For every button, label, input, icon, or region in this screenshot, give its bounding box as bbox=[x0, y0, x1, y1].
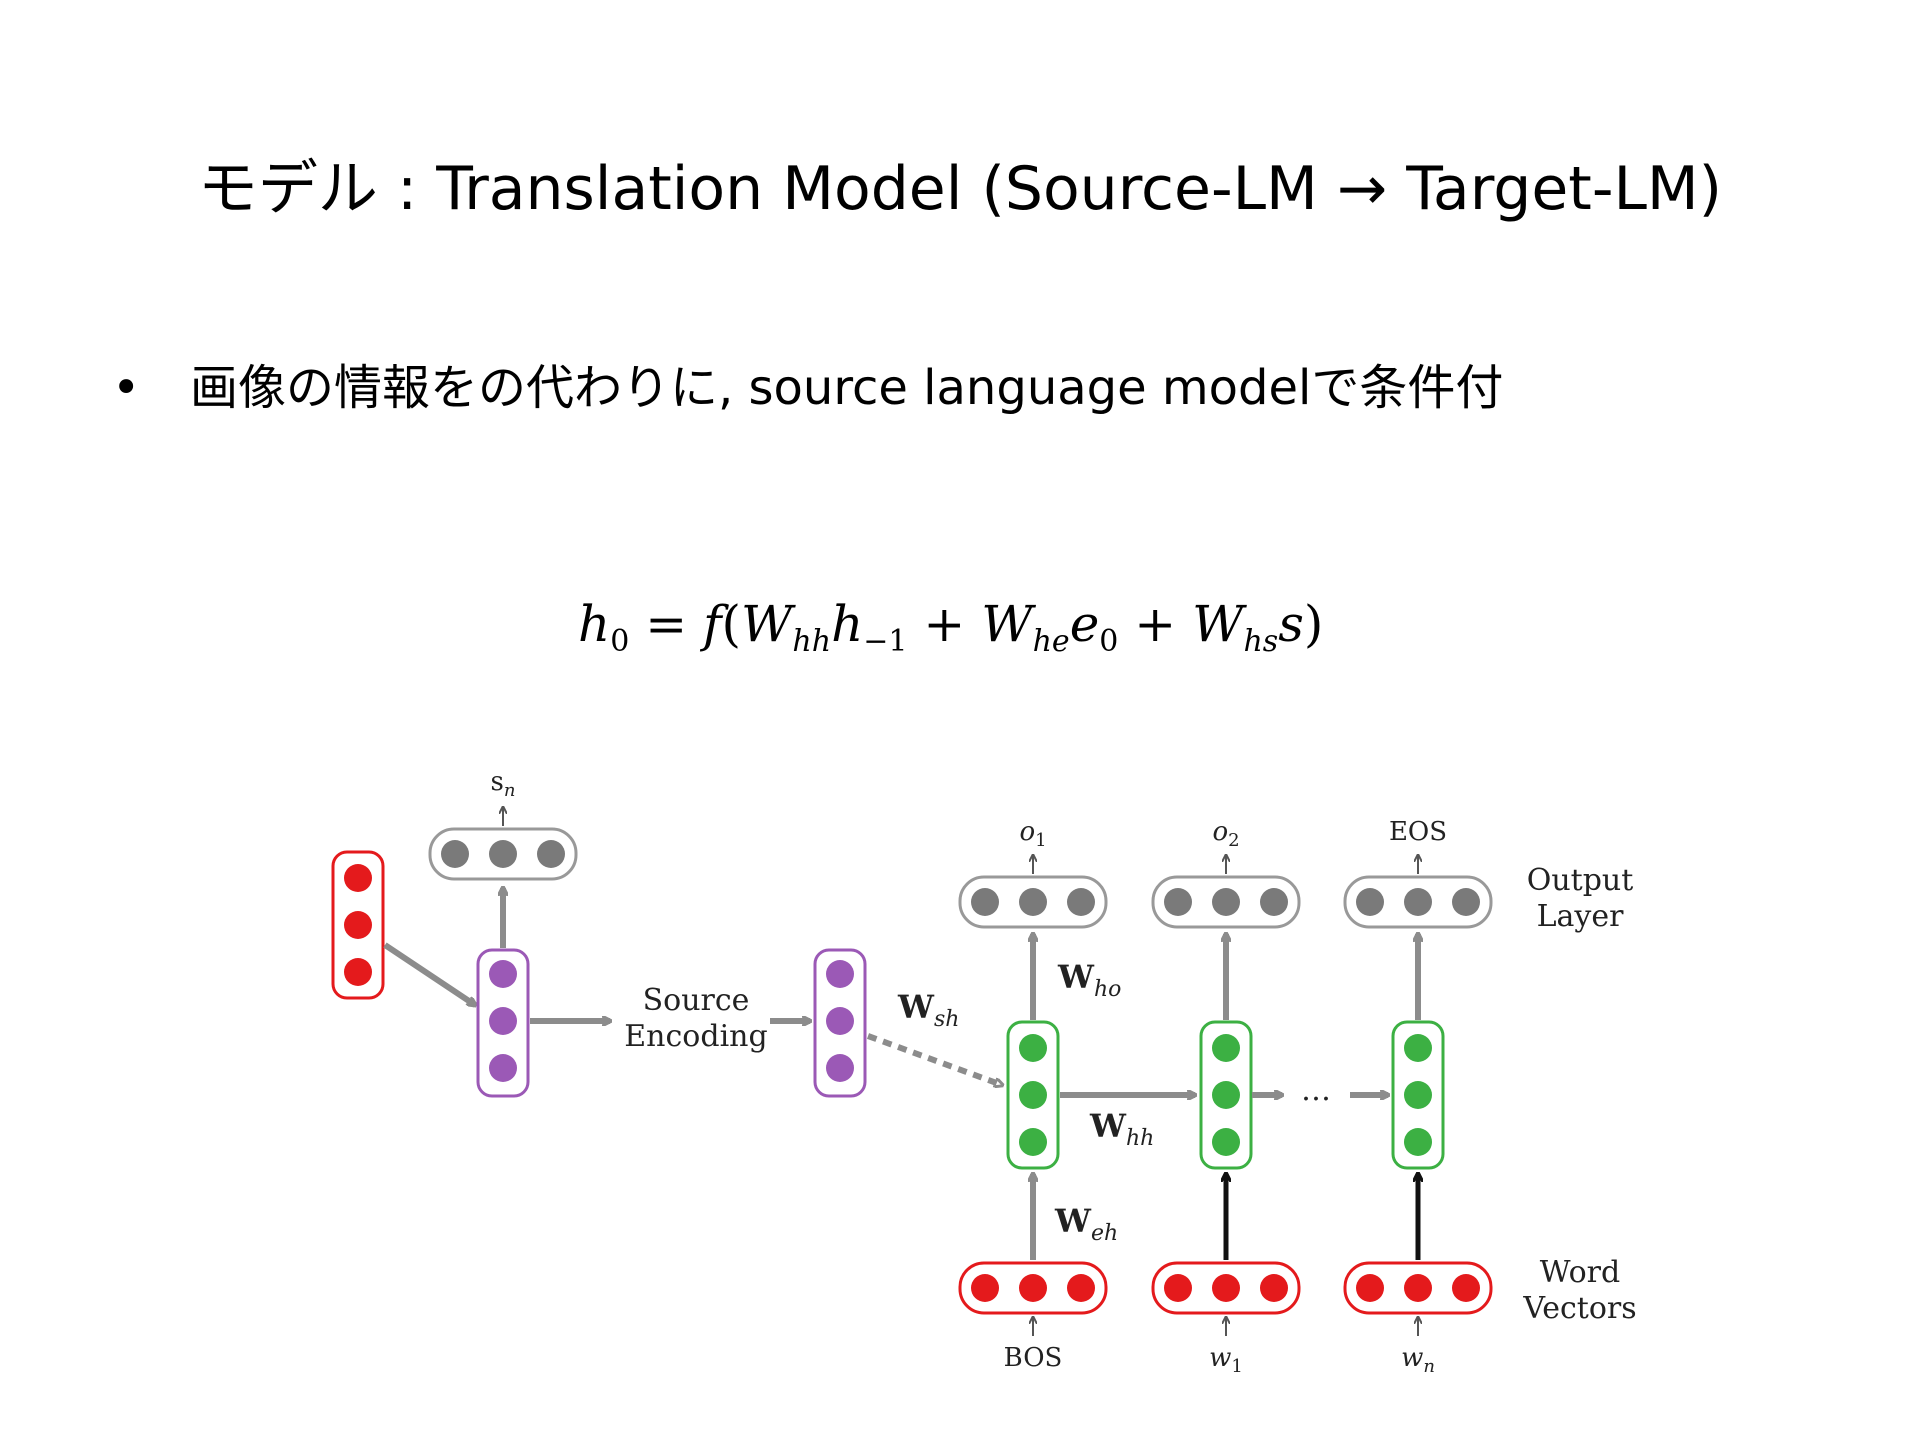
input-label-1: BOS bbox=[1004, 1343, 1063, 1373]
input-label-2: w1 bbox=[1209, 1343, 1243, 1377]
input-label-3: wn bbox=[1401, 1343, 1435, 1377]
target-hidden-vector-3 bbox=[1391, 1020, 1445, 1170]
source-encoding-vector bbox=[813, 948, 867, 1098]
who-label: Who bbox=[1057, 958, 1121, 1002]
weh-label: Weh bbox=[1054, 1202, 1118, 1246]
whh-label: Whh bbox=[1089, 1107, 1154, 1151]
output-vector-1 bbox=[958, 875, 1108, 929]
output-label-1: o1 bbox=[1019, 817, 1046, 851]
slide-title: モデル : Translation Model (Source-LM → Tar… bbox=[197, 154, 1723, 224]
bullet-text: 画像の情報をの代わりに, source language modelで条件付 bbox=[190, 360, 1504, 416]
input-to-hidden-arrow bbox=[383, 942, 475, 1005]
source-output-vector bbox=[428, 827, 578, 881]
equation: h0 = f(Whhh−1 + Whee0 + Whss) bbox=[578, 595, 1324, 659]
target-hidden-vector-2 bbox=[1199, 1020, 1253, 1170]
word-vector-3 bbox=[1343, 1261, 1493, 1315]
wsh-label: Wsh bbox=[897, 988, 959, 1032]
source-output-label: sn bbox=[491, 767, 516, 801]
wsh-dashed-arrow bbox=[866, 1033, 1002, 1085]
ellipsis: … bbox=[1301, 1073, 1331, 1108]
output-vector-3 bbox=[1343, 875, 1493, 929]
source-hidden-vector bbox=[476, 948, 530, 1098]
word-vector-2 bbox=[1151, 1261, 1301, 1315]
source-input-vector bbox=[331, 850, 385, 1000]
word-vector-1 bbox=[958, 1261, 1108, 1315]
output-label-2: o2 bbox=[1212, 817, 1239, 851]
bullet-dot: • bbox=[112, 360, 141, 416]
target-column-2: o2 w1 bbox=[1151, 817, 1301, 1377]
target-hidden-vector-1 bbox=[1006, 1020, 1060, 1170]
target-column-3: EOS wn bbox=[1343, 817, 1493, 1377]
bullet-item: • 画像の情報をの代わりに, source language modelで条件付 bbox=[112, 348, 1503, 418]
output-vector-2 bbox=[1151, 875, 1301, 929]
output-label-3: EOS bbox=[1389, 817, 1447, 847]
